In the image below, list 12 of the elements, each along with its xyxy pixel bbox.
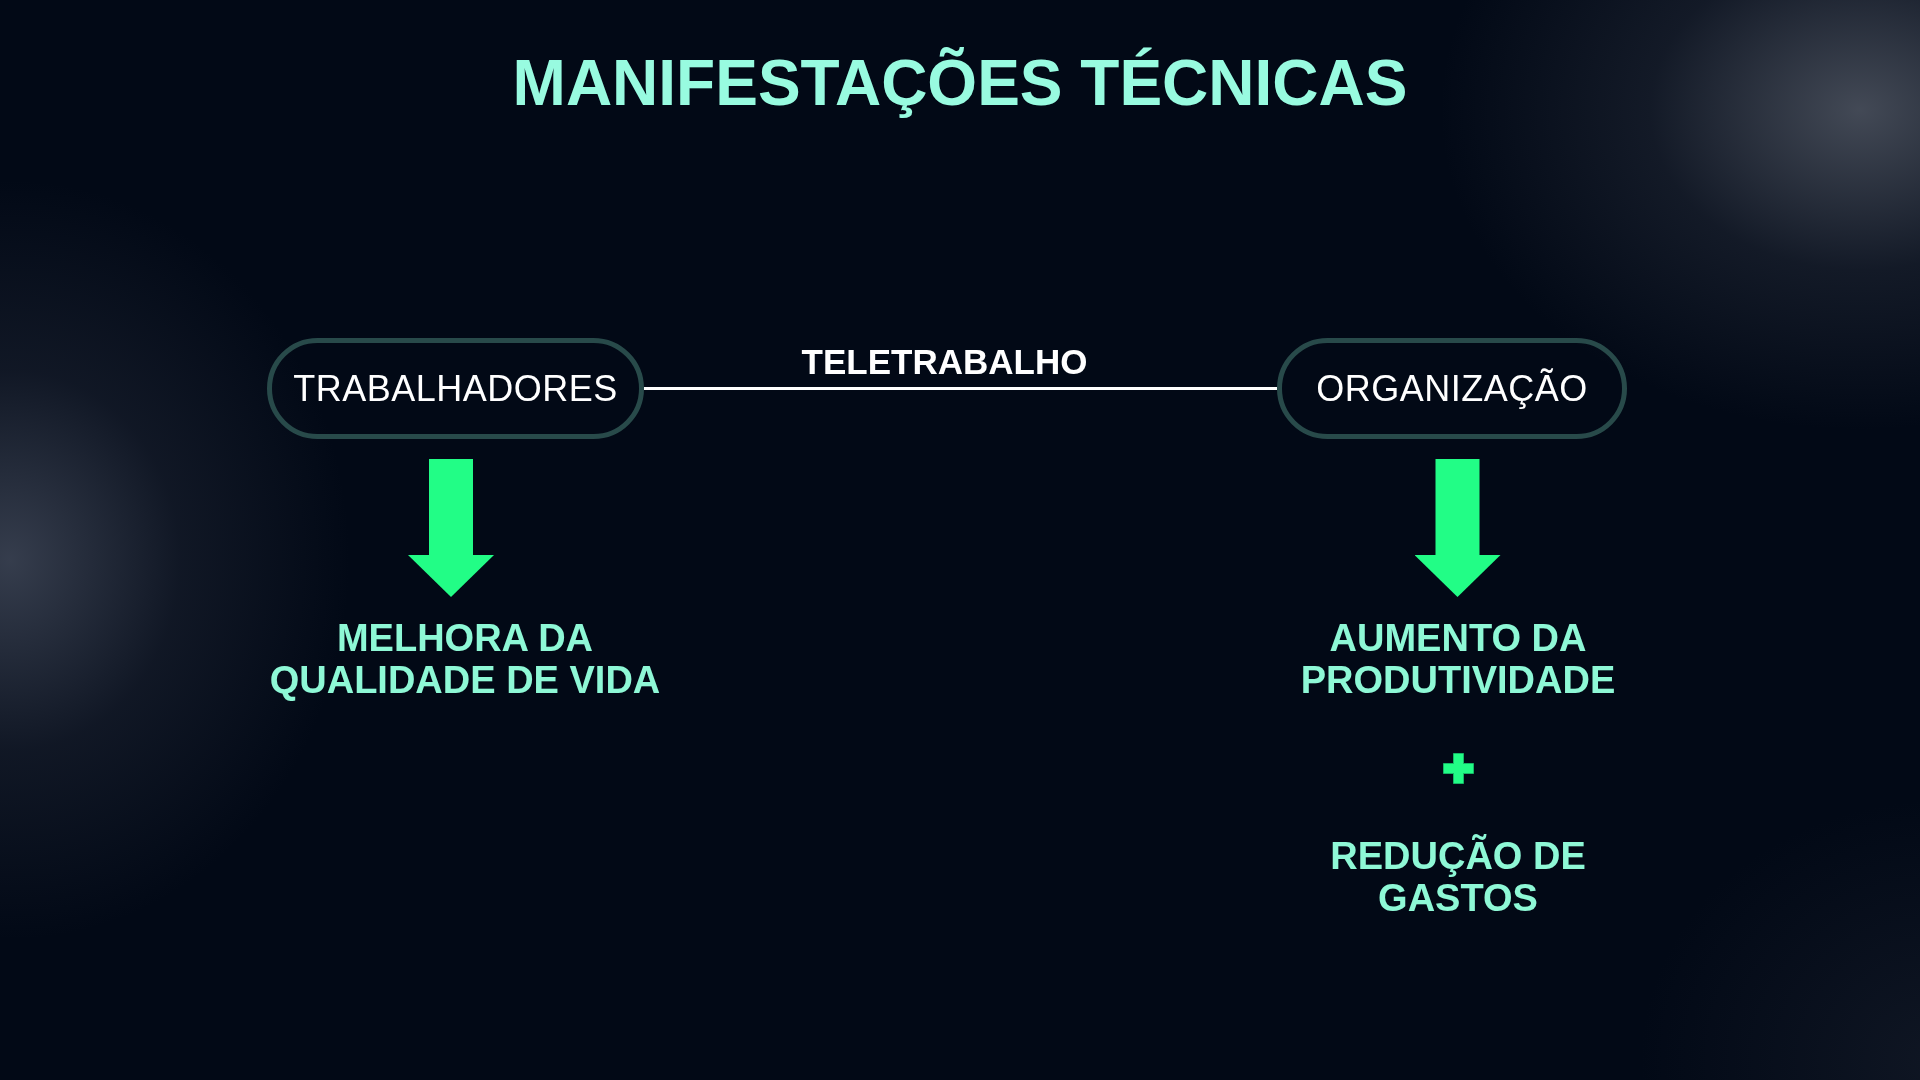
outcome-text: AUMENTO DA PRODUTIVIDADE (1299, 617, 1617, 701)
connector-line (644, 387, 1277, 390)
pill-node (1277, 338, 1627, 439)
outcome-text: REDUÇÃO DE GASTOS (1329, 835, 1587, 919)
block-arrow (1414, 459, 1501, 597)
edge-label: TELETRABALHO (801, 341, 1088, 383)
block-arrow (408, 459, 494, 597)
node-label: TRABALHADORES (293, 366, 618, 411)
node-label: ORGANIZAÇÃO (1316, 366, 1588, 411)
title: MANIFESTAÇÕES TÉCNICAS (512, 46, 1408, 121)
pill-node (267, 338, 644, 439)
outcome-text: MELHORA DA QUALIDADE DE VIDA (268, 617, 662, 701)
